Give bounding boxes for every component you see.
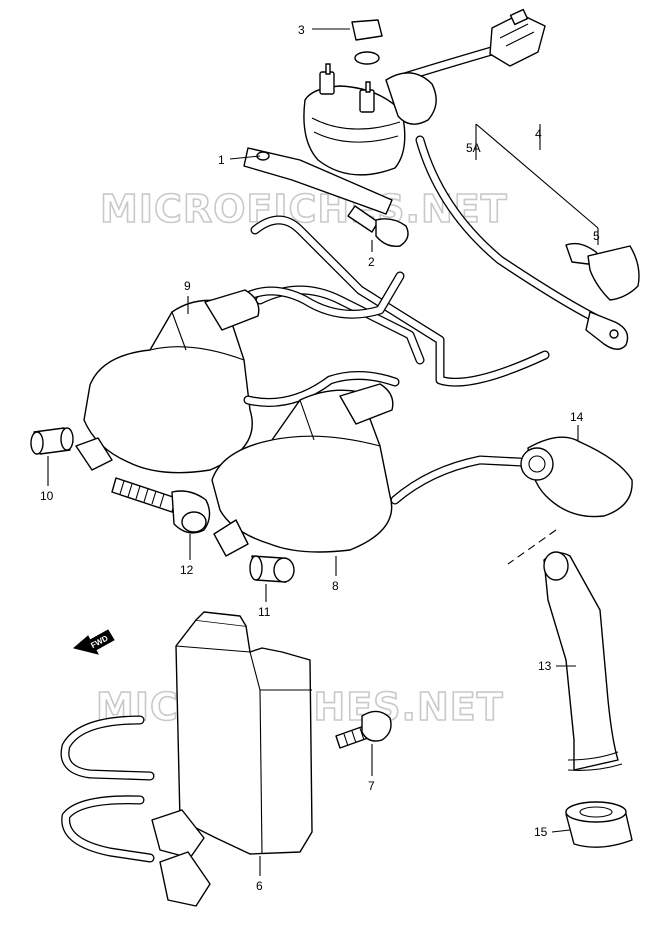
callout-1: 1 xyxy=(218,153,225,167)
callout-6: 6 xyxy=(256,879,263,893)
plug-cap-13 xyxy=(543,551,623,771)
ring-terminal xyxy=(585,311,629,350)
nut-3 xyxy=(351,19,383,65)
ignition-coil-9 xyxy=(83,271,405,474)
bolt-2 xyxy=(347,205,409,247)
ignition-coil-8 xyxy=(211,383,525,553)
starter-relay xyxy=(303,63,406,176)
seal-15 xyxy=(565,801,633,848)
relay-cover xyxy=(385,72,437,125)
grommet-coil8 xyxy=(213,519,249,557)
callout-5: 5 xyxy=(593,229,600,243)
top-connector xyxy=(489,8,546,67)
callout-5a: 5A xyxy=(466,141,481,155)
grommet-coil9 xyxy=(75,437,113,471)
callout-12: 12 xyxy=(180,563,194,577)
spacer-10 xyxy=(30,427,74,455)
callout-8: 8 xyxy=(332,579,339,593)
bolt-12 xyxy=(111,477,211,534)
igniter-6 xyxy=(60,611,313,907)
callout-10: 10 xyxy=(40,489,54,503)
callout-3: 3 xyxy=(298,23,305,37)
callout-2: 2 xyxy=(368,255,375,269)
callout-13: 13 xyxy=(538,659,552,673)
bolt-7 xyxy=(335,710,392,749)
spacer-11 xyxy=(249,555,295,583)
callout-14: 14 xyxy=(570,410,584,424)
fwd-arrow-icon: FWD xyxy=(72,629,115,655)
starter-relay-assembly xyxy=(243,8,640,350)
callout-15: 15 xyxy=(534,825,548,839)
callout-7: 7 xyxy=(368,779,375,793)
terminal-cap-5 xyxy=(565,242,640,301)
callout-9: 9 xyxy=(184,279,191,293)
plug-cap-14 xyxy=(520,436,633,518)
callout-11: 11 xyxy=(258,605,271,619)
callout-4: 4 xyxy=(535,127,542,141)
relay-bracket xyxy=(243,147,393,215)
